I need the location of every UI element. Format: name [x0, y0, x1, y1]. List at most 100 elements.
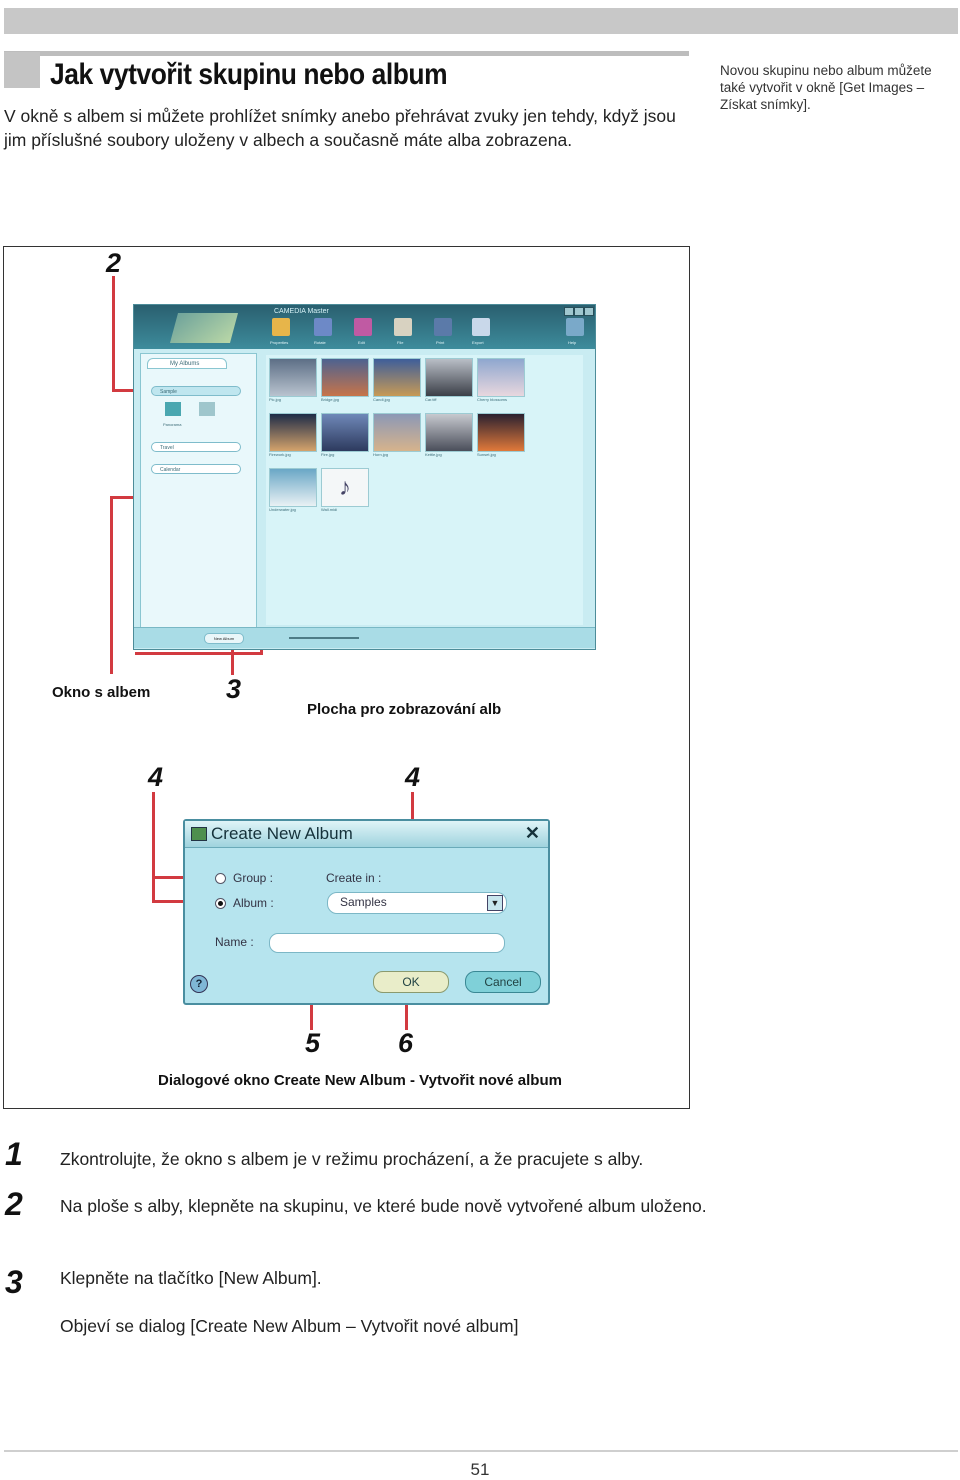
tool-label: Properties: [270, 340, 289, 345]
leader-line: [152, 876, 212, 879]
close-icon[interactable]: ✕: [524, 823, 540, 843]
tool-label: File: [397, 340, 404, 345]
help-icon[interactable]: [566, 318, 584, 336]
step-note: Objeví se dialog [Create New Album – Vyt…: [60, 1316, 519, 1336]
step-text: Zkontrolujte, že okno s albem je v režim…: [60, 1149, 644, 1169]
thumbnail-label: Candi.jpg: [373, 397, 390, 402]
album-radio[interactable]: [215, 898, 226, 909]
group-calendar[interactable]: Calendar: [151, 464, 241, 474]
cancel-button[interactable]: Cancel: [465, 971, 541, 993]
thumbnail-grid: Pic.jpg Bridge.jpg Candi.jpg Car.tiff Ch…: [266, 355, 583, 625]
name-label: Name :: [215, 935, 254, 949]
chevron-down-icon[interactable]: ▼: [487, 895, 503, 911]
group-sample[interactable]: Sample: [151, 386, 241, 396]
caption-album-window: Okno s albem: [52, 684, 151, 701]
step-text: Na ploše s alby, klepněte na skupinu, ve…: [60, 1196, 707, 1216]
thumbnail-label: Underwater.jpg: [269, 507, 296, 512]
thumbnail[interactable]: [373, 358, 421, 397]
callout-4-left: 4: [148, 762, 164, 792]
ok-button[interactable]: OK: [373, 971, 449, 993]
thumbnail[interactable]: [425, 358, 473, 397]
thumbnail[interactable]: [269, 413, 317, 452]
thumbnail[interactable]: [321, 413, 369, 452]
create-in-label: Create in :: [326, 871, 382, 885]
leader-line: [231, 645, 234, 675]
dialog-titlebar: Create New Album ✕: [185, 821, 548, 848]
album-pane: My Albums Sample Panorama Travel Calenda…: [140, 353, 257, 645]
status-bar: New Album: [134, 627, 595, 648]
album-app-screenshot: CAMEDIA Master Properties Rotate Edit Fi…: [133, 304, 596, 650]
thumbnail[interactable]: [269, 468, 317, 507]
rotate-icon[interactable]: [314, 318, 332, 336]
album-label: Panorama: [163, 422, 182, 427]
album-icon: [191, 827, 207, 841]
step-text: Klepněte na tlačítko [New Album].: [60, 1268, 322, 1288]
new-album-button[interactable]: New Album: [204, 633, 244, 644]
thumbnail-label: Kettle.jpg: [425, 452, 442, 457]
thumbnail[interactable]: [321, 358, 369, 397]
page-title: Jak vytvořit skupinu nebo album: [50, 58, 448, 91]
edit-icon[interactable]: [354, 318, 372, 336]
leader-line: [405, 988, 408, 1030]
create-in-select[interactable]: Samples ▼: [327, 892, 507, 914]
title-rule: [4, 51, 689, 56]
leader-line: [152, 792, 155, 902]
leader-line: [110, 496, 138, 499]
header-bar: [4, 8, 958, 34]
thumbnail-label: Wall.midi: [321, 507, 338, 512]
album-window-outline: [135, 652, 263, 655]
group-travel[interactable]: Travel: [151, 442, 241, 452]
create-new-album-dialog: Create New Album ✕ Group : Album : Creat…: [183, 819, 550, 1005]
thumbnail[interactable]: [477, 358, 525, 397]
album-name-input[interactable]: [269, 933, 505, 953]
zoom-slider[interactable]: [289, 637, 359, 639]
album-label: Album :: [233, 896, 274, 910]
thumbnail[interactable]: [425, 413, 473, 452]
callout-5: 5: [305, 1028, 321, 1058]
tab-my-albums[interactable]: My Albums: [147, 358, 227, 369]
thumbnail-label: Car.tiff: [425, 397, 437, 402]
properties-icon[interactable]: [272, 318, 290, 336]
step-number: 1: [5, 1136, 23, 1172]
caption-dialog: Dialogové okno Create New Album - Vytvoř…: [158, 1072, 562, 1089]
create-in-value: Samples: [340, 895, 387, 909]
file-icon[interactable]: [394, 318, 412, 336]
thumbnail[interactable]: [269, 358, 317, 397]
figure-frame: [3, 246, 690, 1109]
close-icon[interactable]: [584, 307, 594, 316]
caption-album-area: Plocha pro zobrazování alb: [307, 701, 502, 718]
footer-rule: [4, 1450, 958, 1452]
callout-2: 2: [106, 248, 122, 278]
app-title: CAMEDIA Master: [274, 308, 329, 315]
intro-text: V okně s albem si můžete prohlížet snímk…: [4, 106, 676, 150]
tool-label: Export: [472, 340, 484, 345]
tool-label: Help: [568, 340, 577, 345]
album-icon: [199, 402, 215, 416]
thumbnail[interactable]: [477, 413, 525, 452]
maximize-icon[interactable]: [574, 307, 584, 316]
thumbnail-label: Cherry blossoms: [477, 397, 508, 402]
group-label: Group :: [233, 871, 274, 885]
print-icon[interactable]: [434, 318, 452, 336]
minimize-icon[interactable]: [564, 307, 574, 316]
callout-4-right: 4: [405, 762, 421, 792]
help-icon[interactable]: ?: [190, 975, 208, 993]
leader-line: [112, 389, 148, 392]
leader-line: [112, 276, 115, 391]
album-icon: [165, 402, 181, 416]
thumbnail-label: Pic.jpg: [269, 397, 282, 402]
thumbnail-label: Firework.jpg: [269, 452, 291, 457]
app-toolbar: CAMEDIA Master Properties Rotate Edit Fi…: [134, 305, 595, 349]
side-note: Novou skupinu nebo album můžete také vyt…: [720, 63, 932, 112]
callout-6: 6: [398, 1028, 414, 1058]
thumbnail-label: Sunset.jpg: [477, 452, 496, 457]
tool-label: Print: [436, 340, 445, 345]
music-note-icon[interactable]: ♪: [321, 468, 369, 507]
callout-3: 3: [226, 674, 242, 704]
export-icon[interactable]: [472, 318, 490, 336]
thumbnail-label: Bridge.jpg: [321, 397, 340, 402]
group-radio[interactable]: [215, 873, 226, 884]
step-number: 2: [5, 1186, 23, 1222]
page-number: 51: [470, 1460, 490, 1479]
thumbnail[interactable]: [373, 413, 421, 452]
